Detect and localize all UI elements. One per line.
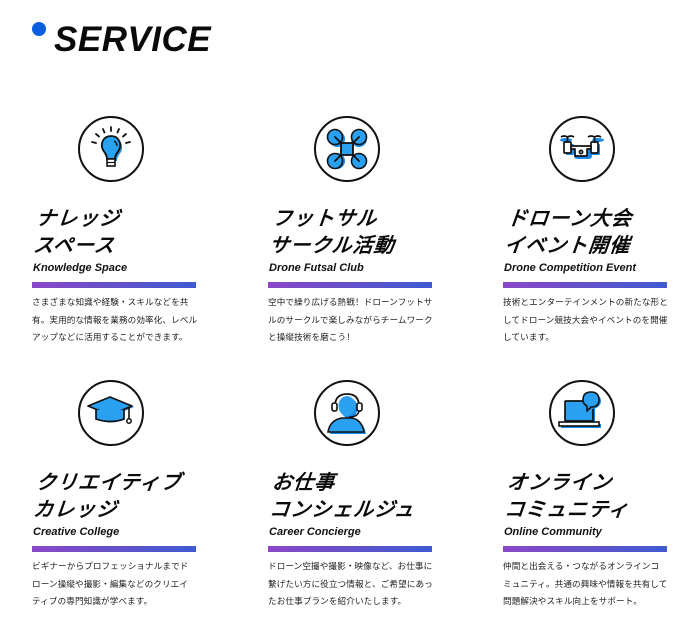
service-description: さまざまな知識や経験・スキルなどを共 有。実用的な情報を業務の効率化、レベル ア… [32,295,204,348]
laptop-chat-icon [549,380,615,446]
title-line: オンライン [506,470,614,494]
service-title: お仕事 コンシェルジュ [268,469,474,523]
gradient-bar [503,282,667,288]
graduation-cap-icon [78,380,144,446]
description-line: 技術とエンターテインメントの新たな形と [503,298,668,308]
description-line: 繋げたい方に役立つ情報と、ご希望にあっ [268,579,433,590]
description-line: ティブの専門知識が学べます。 [32,597,153,607]
gradient-bar [268,282,432,288]
description-line: と操縦技術を磨こう！ [268,333,355,343]
header-dot-icon [32,22,46,36]
service-subtitle: Drone Futsal Club [269,262,364,274]
description-line: しています。 [503,333,555,343]
description-line: 有。実用的な情報を業務の効率化、レベル [32,315,198,326]
service-title: オンライン コミュニティ [503,469,700,523]
title-line: イベント開催 [503,233,632,257]
service-title: ナレッジ スペース [32,205,238,259]
title-line: お仕事 [271,470,337,494]
headset-person-icon [314,380,380,446]
description-line: アップなどに活用することができます。 [32,333,188,343]
description-line: ミュニティ。共通の興味や情報を共有して [503,579,668,590]
description-line: さまざまな知識や経験・スキルなどを共 [32,298,189,308]
service-description: 仲間と出会える・つながるオンラインコ ミュニティ。共通の興味や情報を共有して 問… [503,559,675,612]
description-line: してドローン競技大会やイベントのを開催 [503,315,668,326]
lightbulb-icon [78,116,144,182]
gradient-bar [268,546,432,552]
service-subtitle: Online Community [504,526,602,538]
service-description: ドローン空撮や撮影・映像など、お仕事に 繋げたい方に役立つ情報と、ご希望にあっ … [268,559,440,612]
description-line: たお仕事プランを紹介いたします。 [268,597,407,607]
title-line: カレッジ [32,497,119,521]
description-line: ドローン空撮や撮影・映像など、お仕事に [268,562,433,572]
description-line: 問題解決やスキル向上をサポート。 [503,597,642,607]
section-title: SERVICE [54,20,212,59]
service-title: ドローン大会 イベント開催 [503,205,700,259]
title-line: フットサル [271,206,379,230]
title-line: コミュニティ [503,497,631,521]
service-subtitle: Creative College [33,526,120,538]
service-subtitle: Career Concierge [269,526,361,538]
description-line: ビギナーからプロフェッショナルまでド [32,562,189,572]
gradient-bar [32,546,196,552]
drone-icon [549,116,615,182]
service-title: クリエイティブ カレッジ [32,469,238,523]
title-line: コンシェルジュ [268,497,417,521]
service-subtitle: Drone Competition Event [504,262,637,274]
description-line: 空中で繰り広げる熱戦！ドローンフットサ [268,298,433,308]
gradient-bar [32,282,196,288]
description-line: ルのサークルで楽しみながらチームワーク [268,315,433,326]
title-line: サークル活動 [268,233,397,257]
title-line: クリエイティブ [35,470,183,494]
description-line: 仲間と出会える・つながるオンラインコ [503,562,660,572]
title-line: ナレッジ [35,206,122,230]
service-subtitle: Knowledge Space [33,262,128,274]
title-line: スペース [32,233,117,257]
quadcopter-icon [314,116,380,182]
service-title: フットサル サークル活動 [268,205,474,259]
service-description: ビギナーからプロフェッショナルまでド ローン操縦や撮影・編集などのクリエイ ティ… [32,559,204,612]
gradient-bar [503,546,667,552]
service-description: 技術とエンターテインメントの新たな形と してドローン競技大会やイベントのを開催 … [503,295,675,348]
service-description: 空中で繰り広げる熱戦！ドローンフットサ ルのサークルで楽しみながらチームワーク … [268,295,440,348]
description-line: ローン操縦や撮影・編集などのクリエイ [32,579,189,590]
title-line: ドローン大会 [506,206,634,230]
